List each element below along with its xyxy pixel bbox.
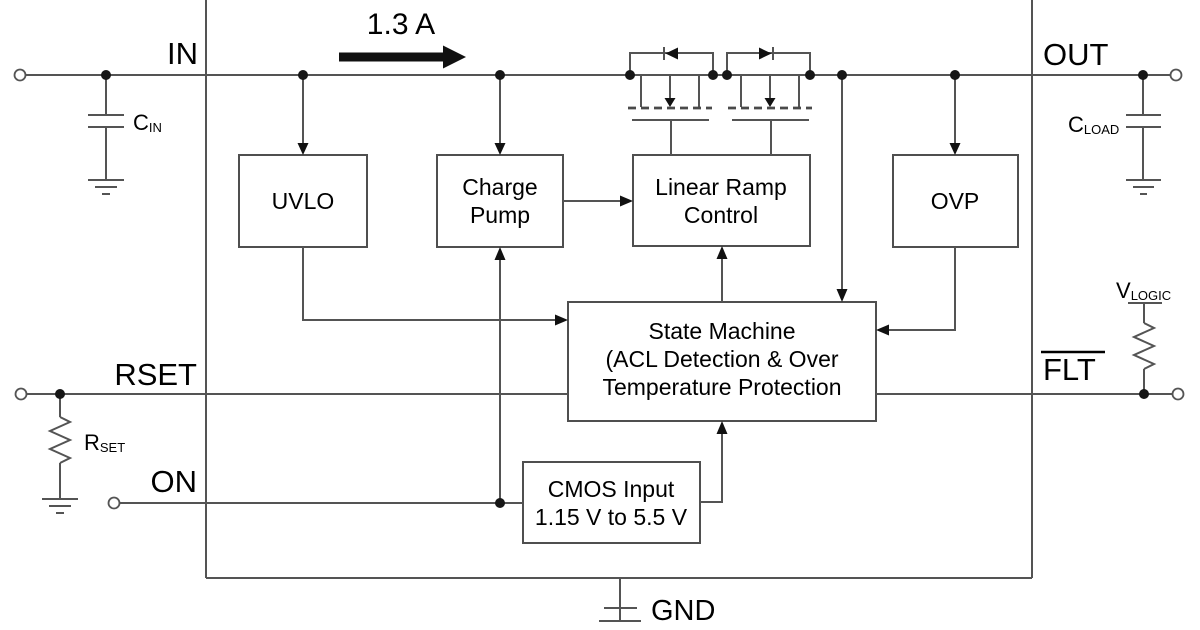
linear-ramp-label-2: Control xyxy=(684,202,758,228)
rset-label: RSET xyxy=(84,430,125,455)
state-machine-to-ramp-arrowhead xyxy=(716,246,728,259)
cload-capacitor xyxy=(1126,114,1161,128)
in-pin-label: IN xyxy=(167,36,198,71)
rset-pin-label: RSET xyxy=(114,357,197,392)
cmos-to-state-machine-wire xyxy=(700,434,723,503)
current-arrow-shaft xyxy=(339,52,443,62)
ovp-arrowhead xyxy=(949,143,961,155)
current-flow-arrow xyxy=(339,45,466,69)
cin-label: CIN xyxy=(133,110,162,135)
cin-ground-symbol xyxy=(88,179,124,195)
cmos-to-state-machine-arrowhead xyxy=(716,421,728,434)
cmos-input-label-1: CMOS Input xyxy=(548,476,675,502)
body-diode-right-triangle xyxy=(759,47,772,60)
charge-pump-arrowhead xyxy=(494,143,506,155)
cin-capacitor xyxy=(88,114,124,128)
out-pin-label: OUT xyxy=(1043,37,1109,72)
fet-left-body-arrowhead xyxy=(664,98,676,107)
rset-terminal xyxy=(14,387,28,401)
flt-pin-label: FLT xyxy=(1043,352,1096,387)
ovp-to-state-machine-wire xyxy=(889,247,956,331)
fet-right-body-arrowhead xyxy=(764,98,776,107)
flt-terminal xyxy=(1171,387,1185,401)
body-diode-right-loop-wire xyxy=(726,52,811,75)
body-diode-left-triangle xyxy=(665,47,678,60)
current-value-label: 1.3 A xyxy=(367,8,435,41)
charge-pump-label-1: Charge xyxy=(462,174,537,200)
uvlo-block xyxy=(238,154,368,248)
out-terminal xyxy=(1169,68,1183,82)
linear-ramp-label-1: Linear Ramp xyxy=(655,174,787,200)
vlogic-resistor-zigzag xyxy=(1131,322,1157,370)
state-machine-top-arrowhead xyxy=(836,289,848,302)
uvlo-label: UVLO xyxy=(272,188,335,214)
gnd-pin-label: GND xyxy=(651,595,715,627)
state-machine-label-2: (ACL Detection & Over xyxy=(605,346,838,372)
fet-right-terminal-stubs xyxy=(740,75,800,107)
on-to-charge-pump-arrowhead xyxy=(494,247,506,260)
pass-fet-right xyxy=(726,47,812,155)
current-arrow-head xyxy=(443,45,466,69)
charge-pump-label-2: Pump xyxy=(470,202,530,228)
charge-pump-block xyxy=(436,154,564,248)
junction-dots xyxy=(55,70,1149,508)
rset-resistor-zigzag xyxy=(47,416,73,464)
linear-ramp-control-block xyxy=(632,154,811,247)
ovp-block xyxy=(892,154,1019,248)
state-machine-label-3: Temperature Protection xyxy=(602,374,841,400)
cmos-input-label-2: 1.15 V to 5.5 V xyxy=(535,504,688,530)
in-terminal xyxy=(13,68,27,82)
uvlo-to-state-machine-wire xyxy=(302,247,555,321)
ovp-to-state-machine-arrowhead xyxy=(876,324,889,336)
fet-left-terminal-stubs xyxy=(640,75,700,107)
state-machine-label-1: State Machine xyxy=(648,318,795,344)
ovp-label: OVP xyxy=(931,188,980,214)
uvlo-arrowhead xyxy=(297,143,309,155)
cload-label: CLOAD xyxy=(1068,112,1119,137)
vlogic-supply-bar xyxy=(1128,302,1162,323)
charge-pump-to-ramp-arrowhead xyxy=(620,195,633,207)
pass-fet-left xyxy=(628,47,714,155)
vlogic-label: VLOGIC xyxy=(1116,278,1171,303)
cload-ground-symbol xyxy=(1126,179,1161,195)
cmos-input-block xyxy=(522,461,701,544)
uvlo-to-state-machine-arrowhead xyxy=(555,314,568,326)
on-pin-label: ON xyxy=(151,464,198,499)
state-machine-block xyxy=(567,301,877,422)
gnd-ground-symbol xyxy=(599,578,641,622)
rset-ground-symbol xyxy=(42,498,78,514)
on-terminal xyxy=(107,496,121,510)
